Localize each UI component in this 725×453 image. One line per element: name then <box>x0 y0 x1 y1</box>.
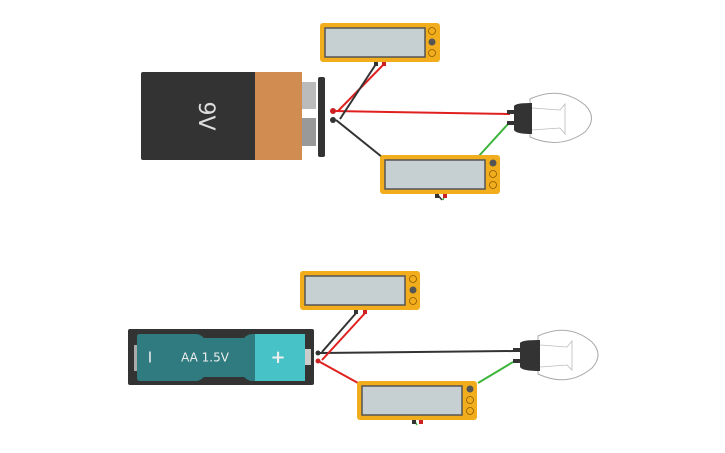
mode-r-button[interactable] <box>489 181 497 189</box>
mode-a-button[interactable] <box>489 159 497 167</box>
wire-black-battery-to-meter2[interactable] <box>335 119 383 158</box>
mode-r-button[interactable] <box>428 49 436 57</box>
mode-r-button[interactable] <box>466 407 474 415</box>
wire-black-battery-to-meter[interactable] <box>321 311 358 353</box>
light-bulb-9v[interactable] <box>507 92 592 143</box>
battery-9v[interactable]: 9V <box>141 72 336 160</box>
wire-green-bulb-to-meter2[interactable] <box>477 361 514 384</box>
mode-a-button[interactable] <box>466 385 474 393</box>
mode-v-button[interactable] <box>466 396 474 404</box>
wire-black-battery-to-meter[interactable] <box>339 63 377 120</box>
minus-label: I <box>148 349 152 367</box>
multimeter-bottom-aa[interactable] <box>356 380 478 426</box>
mode-a-button[interactable] <box>428 27 436 35</box>
mode-v-button[interactable] <box>409 286 417 294</box>
wire-black-battery-to-bulb[interactable] <box>319 350 516 354</box>
wire-red-battery-to-meter[interactable] <box>321 311 367 361</box>
battery-9v-label: 9V <box>193 101 218 130</box>
wire-red-battery-to-bulb[interactable] <box>332 110 511 115</box>
probe-black[interactable] <box>412 420 416 424</box>
multimeter-top-9v[interactable] <box>319 22 441 66</box>
multimeter-top-aa[interactable] <box>299 270 421 314</box>
battery-aa-label: AA 1.5V <box>181 351 230 365</box>
probe-black[interactable] <box>354 310 358 314</box>
light-bulb-aa[interactable] <box>513 329 599 381</box>
plus-label: + <box>270 347 285 368</box>
wire-red-battery-to-meter2[interactable] <box>319 361 359 384</box>
probe-red[interactable] <box>382 62 386 66</box>
mode-v-button[interactable] <box>428 38 436 46</box>
meter-mode-buttons[interactable] <box>428 27 436 57</box>
probe-red[interactable] <box>443 194 447 198</box>
battery-aa-holder[interactable]: I AA 1.5V + <box>128 329 321 385</box>
mode-r-button[interactable] <box>409 297 417 305</box>
multimeter-bottom-9v[interactable] <box>379 154 501 201</box>
wire-green-bulb-to-meter2[interactable] <box>477 123 509 158</box>
mode-a-button[interactable] <box>409 275 417 283</box>
probe-black[interactable] <box>435 194 439 198</box>
mode-v-button[interactable] <box>489 170 497 178</box>
probe-red[interactable] <box>419 420 423 424</box>
probe-black[interactable] <box>374 62 378 66</box>
probe-red[interactable] <box>363 310 367 314</box>
